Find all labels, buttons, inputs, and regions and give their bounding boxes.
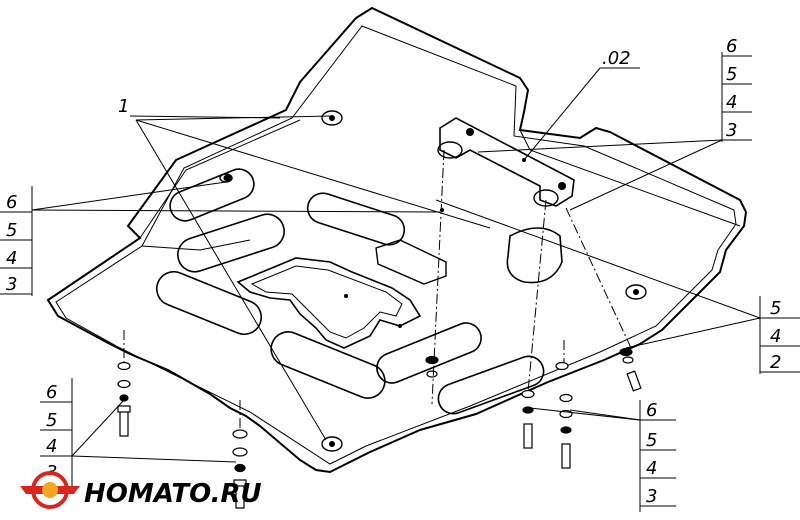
skid-plate-outline <box>46 6 748 474</box>
bracket-mount-left <box>437 141 463 159</box>
stack-label: 5 <box>726 64 737 85</box>
stack-label: 5 <box>770 298 781 319</box>
stack-label: 5 <box>6 220 17 241</box>
logo-center-icon <box>42 482 58 498</box>
stack-label: 4 <box>46 436 57 457</box>
access-opening <box>506 227 563 284</box>
stack-label: 4 <box>770 326 781 347</box>
stack-label: 4 <box>646 458 657 479</box>
skid-plate-inner-outline <box>55 25 737 465</box>
stack-label: 6 <box>46 382 57 403</box>
stack-label: 3 <box>726 120 737 141</box>
bracket <box>439 117 575 207</box>
callout-box-bottom-right <box>639 400 676 512</box>
stack-label: 5 <box>46 410 57 431</box>
stack-left-labels: 6 5 4 3 <box>6 192 17 295</box>
center-pattern <box>236 257 422 349</box>
stack-label: 6 <box>646 400 657 421</box>
callout-box-right-mid <box>759 296 800 374</box>
stack-label: 2 <box>770 352 781 373</box>
slot <box>155 270 263 336</box>
center-raised-bar <box>375 239 447 285</box>
callout-02: .02 <box>602 48 631 69</box>
plate-ridge-lines <box>139 119 741 251</box>
bracket-mount-right <box>533 189 559 207</box>
stack-label: 3 <box>646 486 657 507</box>
mount-holes <box>219 110 647 452</box>
stack-label: 4 <box>726 92 737 113</box>
logo-text: HOMATO.RU <box>84 479 262 509</box>
stack-label: 3 <box>6 274 17 295</box>
callout-box-bottom-left <box>40 378 73 486</box>
stack-label: 4 <box>6 248 17 269</box>
slot <box>306 192 406 246</box>
stack-right-mid-labels: 5 4 2 <box>770 298 781 373</box>
callout-1: 1 <box>118 96 129 117</box>
stack-bottom-left-labels: 6 5 4 3 <box>46 382 57 483</box>
bracket-nut <box>466 128 474 136</box>
stack-label: 5 <box>646 430 657 451</box>
brand-logo: HOMATO.RU <box>20 471 262 509</box>
slot <box>437 355 545 415</box>
center-pattern-inner <box>250 265 403 339</box>
bracket-nut <box>558 182 566 190</box>
stack-bottom-right-labels: 6 5 4 3 <box>646 400 657 507</box>
assembly-lines <box>123 149 633 430</box>
callout-box-top-right <box>721 52 752 142</box>
slot <box>177 213 285 273</box>
stack-label: 6 <box>726 36 737 57</box>
stack-label: 6 <box>6 192 17 213</box>
fastener-stacks <box>117 174 642 509</box>
leader-lines <box>31 67 761 463</box>
slot <box>169 168 255 222</box>
slot <box>270 331 386 399</box>
slots <box>155 168 545 415</box>
stack-top-right-labels: 6 5 4 3 <box>726 36 737 141</box>
slot <box>376 322 482 384</box>
callout-box-left <box>0 186 33 296</box>
